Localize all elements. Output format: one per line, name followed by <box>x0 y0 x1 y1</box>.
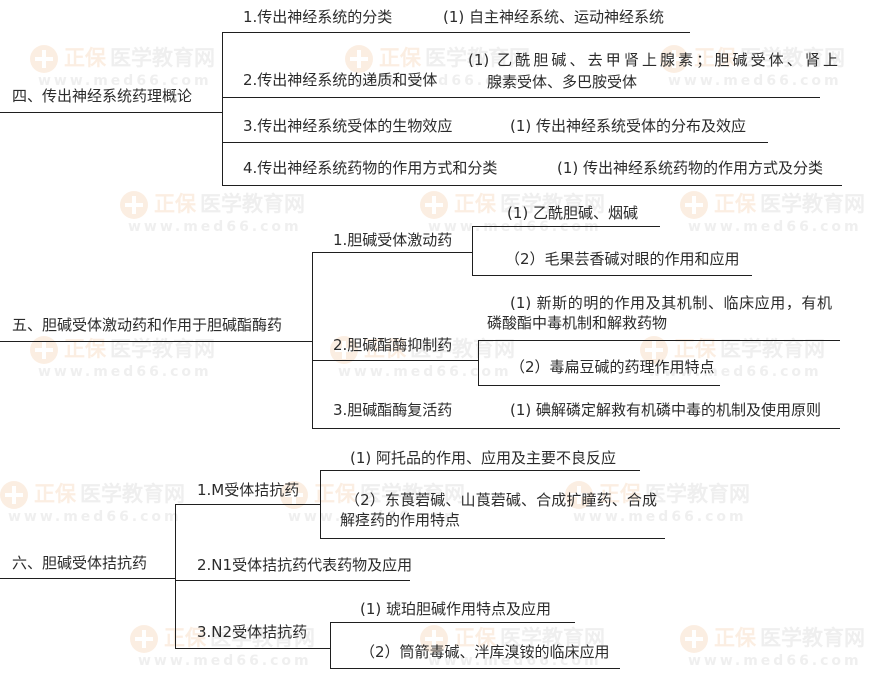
watermark-brand: 正保 <box>714 192 756 216</box>
watermark-site-name: 医学教育网 <box>760 192 865 216</box>
section-5-branch-1-label: 1.胆碱受体激动药 <box>333 231 453 249</box>
section-6-branch-2-label: 2.N1受体拮抗药代表药物及应用 <box>197 556 413 574</box>
watermark: 正保医学教育网 www.med66.com <box>680 188 880 238</box>
section-6-branch-1-label: 1.M受体拮抗药 <box>197 481 300 499</box>
section-6-branch-1-item-1: (1) 阿托品的作用、应用及主要不良反应 <box>350 449 617 467</box>
section-5-branch-1-item-2: （2）毛果芸香碱对眼的作用和应用 <box>505 250 740 268</box>
section-6-branch-1-sub-trunk <box>320 470 321 539</box>
section-5-branch-3-label: 3.胆碱酯酶复活药 <box>333 401 453 419</box>
watermark-logo-icon <box>0 481 28 509</box>
watermark-site-name: 医学教育网 <box>760 626 865 650</box>
watermark: 正保医学教育网 www.med66.com <box>0 478 200 528</box>
section-6-branch-3-sub-trunk <box>330 622 331 669</box>
section-6-title: 六、胆碱受体拮抗药 <box>12 554 148 572</box>
section-5-branch-1-sub-trunk <box>472 226 473 276</box>
section-6-branch-1-item-1-line <box>320 470 640 471</box>
watermark-logo-icon <box>130 625 158 653</box>
watermark-site-name: 医学教育网 <box>645 482 750 506</box>
section-6-branch-3-item-1-line <box>330 622 575 623</box>
section-4-title: 四、传出神经系统药理概论 <box>12 87 193 105</box>
watermark-url: www.med66.com <box>8 509 182 525</box>
section-4-branch-3-line <box>222 142 768 143</box>
watermark-site-name: 医学教育网 <box>200 192 305 216</box>
watermark-brand: 正保 <box>64 46 106 70</box>
section-5-branch-2-item-1-line-1: (1) 新斯的明的作用及其机制、临床应用，有机 <box>510 294 832 312</box>
section-4-stem-line <box>0 112 222 113</box>
watermark-site-name: 医学教育网 <box>110 46 215 70</box>
section-6-branch-1-item-2-line-1: （2）东莨菪碱、山莨菪碱、合成扩瞳药、合成 <box>345 491 657 509</box>
section-5-branch-3-item-1: (1) 碘解磷定解救有机磷中毒的机制及使用原则 <box>510 401 822 419</box>
watermark-url: www.med66.com <box>338 364 512 380</box>
section-5-branch-2-item-2: （2）毒扁豆碱的药理作用特点 <box>510 358 715 376</box>
watermark-url: www.med66.com <box>668 73 842 89</box>
watermark-url: www.med66.com <box>573 509 747 525</box>
section-4-trunk-line <box>222 32 223 186</box>
section-6-trunk-line <box>175 504 176 649</box>
section-5-branch-3-line <box>312 428 840 429</box>
watermark-brand: 正保 <box>34 482 76 506</box>
section-5-branch-1-item-1: (1) 乙酰胆碱、烟碱 <box>507 204 639 222</box>
section-6-branch-3-item-2-line <box>330 668 620 669</box>
watermark-brand: 正保 <box>154 192 196 216</box>
watermark-logo-icon <box>420 191 448 219</box>
section-6-branch-3-label: 3.N2受体拮抗药 <box>197 623 308 641</box>
section-4-branch-2-line <box>222 97 820 98</box>
section-4-branch-2-label: 2.传出神经系统的递质和受体 <box>243 71 438 89</box>
section-4-branch-2-item-1-line-2: 腺素受体、多巴胺受体 <box>487 73 638 91</box>
section-6-branch-1-item-2-line-2: 解痉药的作用特点 <box>340 511 461 529</box>
watermark-logo-icon <box>120 191 148 219</box>
watermark-url: www.med66.com <box>38 364 212 380</box>
section-4-branch-4-item-1: (1) 传出神经系统药物的作用方式及分类 <box>557 159 824 177</box>
watermark-logo-icon <box>345 45 373 73</box>
watermark-logo-icon <box>680 625 708 653</box>
watermark-logo-icon <box>30 45 58 73</box>
watermark-url: www.med66.com <box>128 219 302 235</box>
watermark-brand: 正保 <box>379 46 421 70</box>
watermark-url: www.med66.com <box>138 653 312 669</box>
section-5-branch-2-item-2-line <box>478 385 720 386</box>
watermark-brand: 正保 <box>714 626 756 650</box>
watermark-site-name: 医学教育网 <box>80 482 185 506</box>
section-6-branch-3-line <box>175 648 330 649</box>
section-4-branch-1-label: 1.传出神经系统的分类 <box>243 8 393 26</box>
section-6-branch-2-line <box>175 580 410 581</box>
section-5-branch-1-item-1-line <box>472 226 660 227</box>
section-5-stem-line <box>0 341 312 342</box>
section-6-branch-3-item-1: (1) 琥珀胆碱作用特点及应用 <box>360 600 552 618</box>
section-6-branch-3-item-2: （2）筒箭毒碱、泮库溴铵的临床应用 <box>360 643 610 661</box>
watermark-logo-icon <box>680 191 708 219</box>
section-5-branch-2-label: 2.胆碱酯酶抑制药 <box>333 336 453 354</box>
section-4-branch-4-label: 4.传出神经系统药物的作用方式和分类 <box>243 159 498 177</box>
section-4-branch-3-label: 3.传出神经系统受体的生物效应 <box>243 117 453 135</box>
section-4-branch-2-item-1-line-1: (1) 乙酰胆碱、去甲肾上腺素；胆碱受体、肾上 <box>468 51 838 69</box>
section-6-branch-1-item-2-line <box>320 538 665 539</box>
section-4-branch-1-line <box>222 32 690 33</box>
section-5-branch-2-item-1-line <box>478 340 840 341</box>
section-5-branch-1-line <box>312 252 472 253</box>
section-6-branch-1-line <box>175 504 320 505</box>
section-4-branch-1-item-1: (1) 自主神经系统、运动神经系统 <box>443 8 665 26</box>
section-5-branch-2-sub-trunk <box>478 340 479 386</box>
section-5-branch-2-line <box>312 360 478 361</box>
section-4-branch-3-item-1: (1) 传出神经系统受体的分布及效应 <box>510 117 747 135</box>
watermark-brand: 正保 <box>454 192 496 216</box>
section-5-trunk-line <box>312 252 313 429</box>
watermark: 正保医学教育网 www.med66.com <box>120 188 320 238</box>
section-5-branch-1-item-2-line <box>472 275 752 276</box>
watermark-url: www.med66.com <box>688 653 862 669</box>
section-5-branch-2-item-1-line-2: 磷酸酯中毒机制和解救药物 <box>487 314 668 332</box>
watermark: 正保医学教育网 www.med66.com <box>680 622 880 672</box>
section-4-branch-4-line <box>222 185 842 186</box>
section-6-stem-line <box>0 578 175 579</box>
section-5-title: 五、胆碱受体激动药和作用于胆碱酯酶药 <box>12 316 283 334</box>
watermark-url: www.med66.com <box>688 219 862 235</box>
